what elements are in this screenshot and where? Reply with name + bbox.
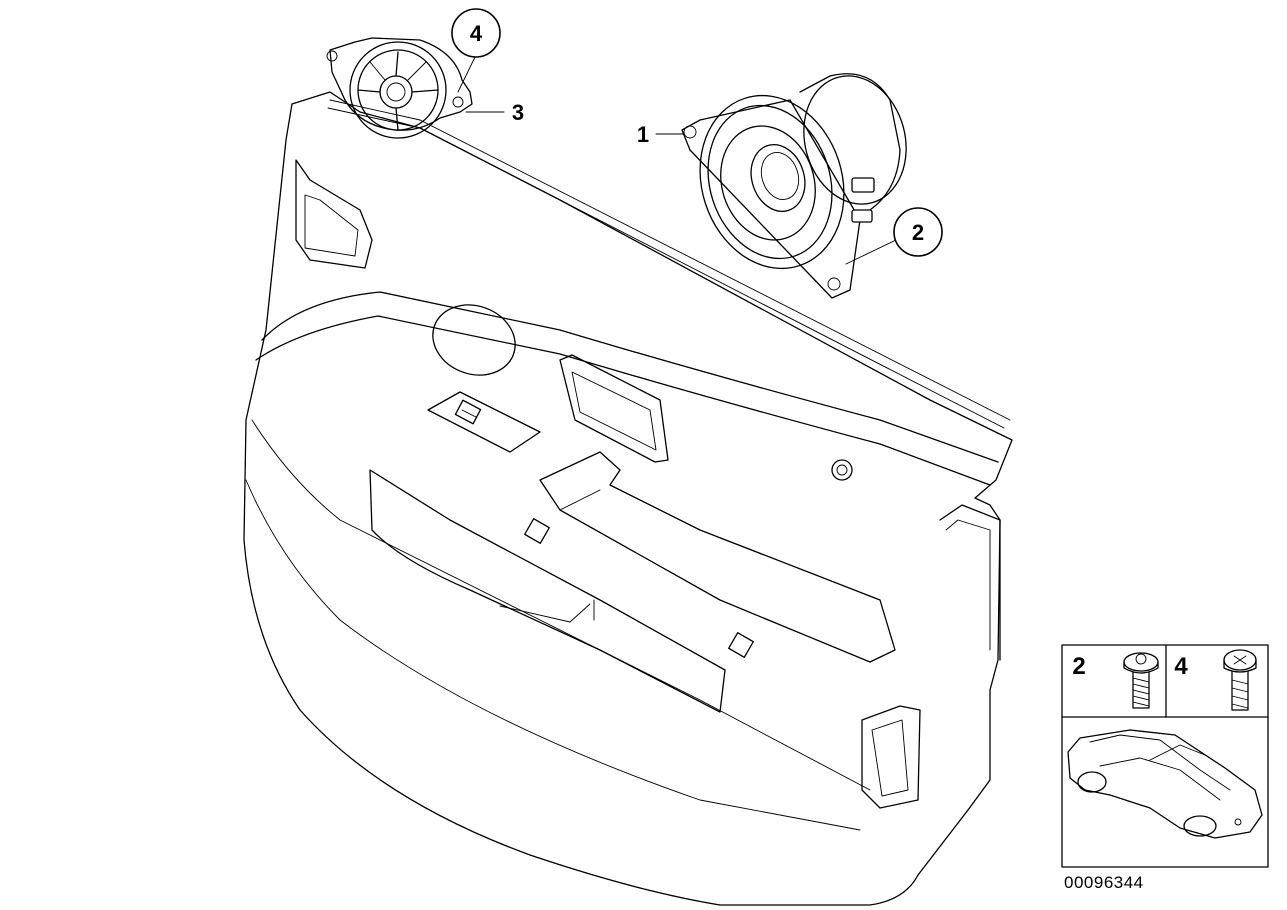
callout-2-label: 2 [912, 220, 924, 245]
callout-1: 1 [637, 122, 685, 147]
callout-1-label: 1 [637, 122, 649, 147]
reference-number: 00096344 [1064, 873, 1144, 892]
inset-label-2: 2 [1072, 653, 1085, 680]
inset-label-4: 4 [1174, 653, 1188, 680]
callout-4-label: 4 [470, 21, 483, 46]
callout-4: 4 [451, 8, 501, 93]
door-speaker [681, 73, 907, 299]
flange-screw-icon [1123, 652, 1159, 709]
car-outline-icon [1067, 729, 1263, 839]
parts-inset: 2 4 [1061, 644, 1269, 868]
tweeter-speaker [326, 37, 473, 139]
door-trim-panel [243, 91, 1013, 906]
callout-2: 2 [845, 207, 943, 265]
pan-head-screw-icon [1223, 649, 1257, 711]
callout-3-label: 3 [512, 100, 524, 125]
callout-3: 3 [465, 100, 524, 125]
